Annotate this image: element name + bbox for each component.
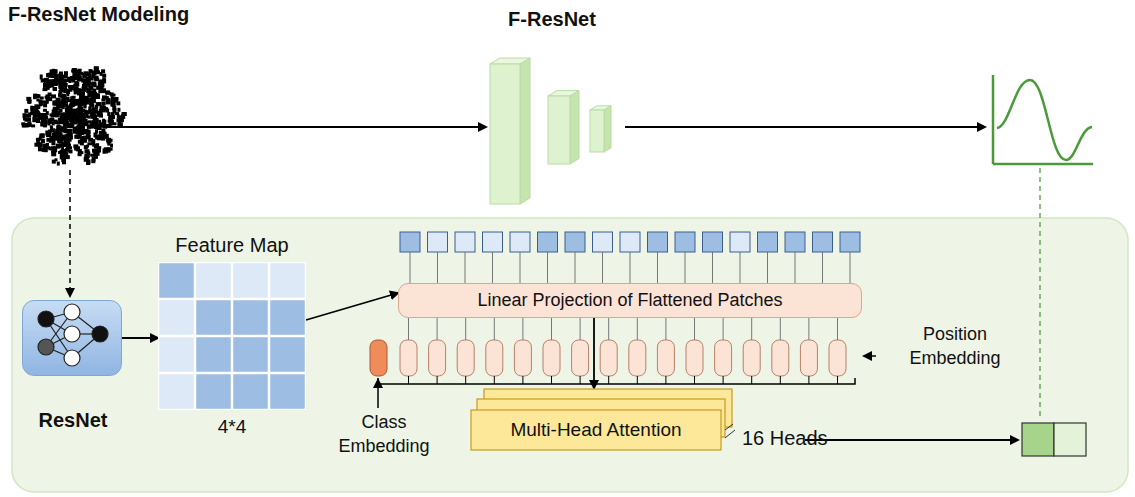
mha-node: Multi-Head Attention — [470, 388, 736, 452]
dashed-link — [1039, 168, 1041, 420]
flow-arrow — [625, 126, 985, 128]
patch-row — [400, 232, 860, 283]
annotation-label: Class Embedding — [334, 410, 434, 458]
linear-node: Linear Projection of Flattened Patches — [398, 283, 862, 318]
resnet-node: ResNet — [22, 300, 122, 376]
node-label: ResNet — [23, 409, 123, 432]
bracket — [378, 378, 855, 384]
output-cell — [1054, 423, 1086, 456]
fmap-node: Feature Map4*4 — [158, 262, 306, 410]
connector — [122, 337, 158, 339]
flow-arrow — [107, 126, 486, 128]
feature-grid — [158, 262, 306, 410]
network-icon — [24, 302, 120, 374]
node-label: Linear Projection of Flattened Patches — [477, 290, 782, 311]
node-label: Multi-Head Attention — [471, 410, 721, 450]
annotation-label: 16 Heads — [742, 427, 828, 450]
flow-arrow — [805, 439, 1018, 441]
dashed-arrow — [69, 170, 71, 296]
panel — [12, 218, 1128, 492]
node-heading: Feature Map — [138, 234, 326, 257]
diagram-title: F-ResNet Modeling — [8, 3, 189, 26]
annotation-label: Position Embedding — [880, 322, 1030, 370]
connector — [593, 318, 595, 388]
network-blocks — [488, 50, 616, 208]
dimension-label: 4*4 — [158, 416, 306, 438]
output-cell — [1022, 423, 1054, 456]
token-row — [370, 318, 846, 384]
output-curve — [993, 75, 1093, 164]
fractal-image — [21, 66, 127, 165]
fresnet-node: F-ResNet — [488, 50, 616, 208]
node-heading: F-ResNet — [488, 8, 616, 31]
pointer-arrow — [864, 355, 876, 357]
connector — [306, 293, 398, 320]
